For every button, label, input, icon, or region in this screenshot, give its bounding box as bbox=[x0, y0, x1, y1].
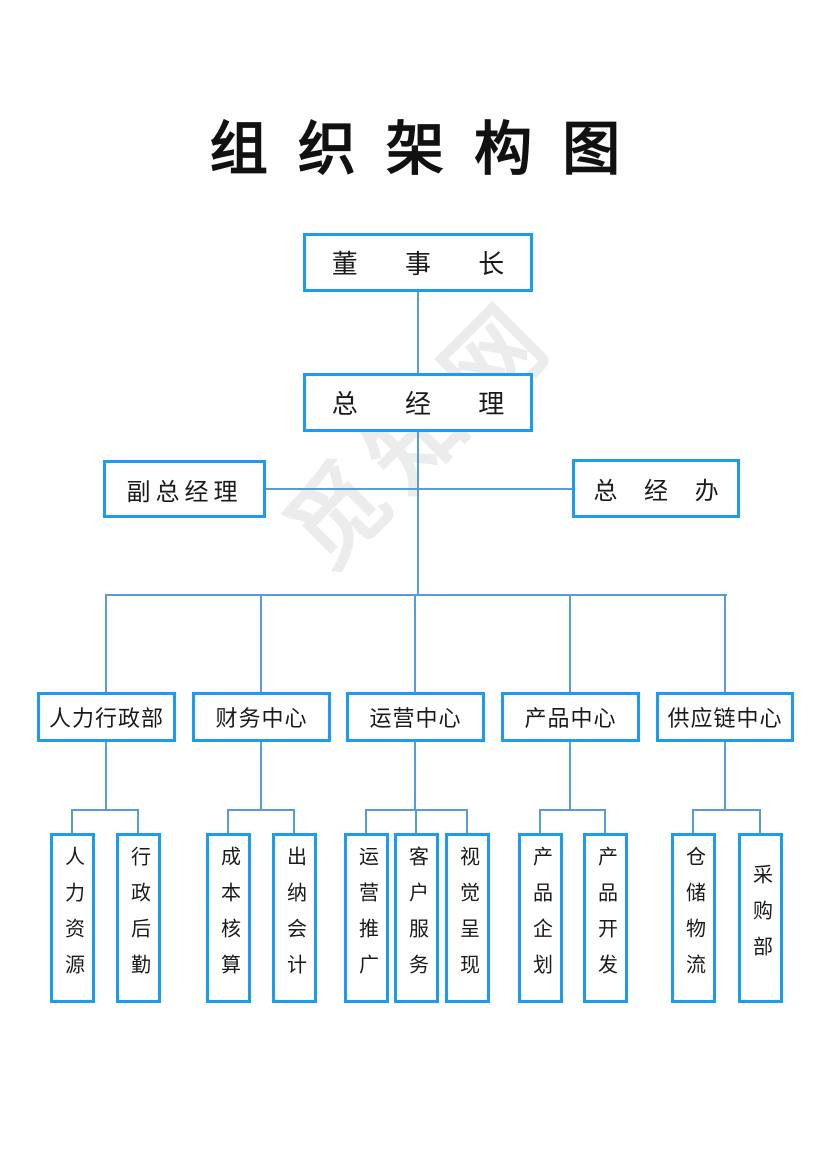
node-sub-cost-accounting: 成本核算 bbox=[206, 833, 251, 1003]
node-general-manager-office: 总 经 办 bbox=[572, 459, 740, 518]
connector-deputy-office bbox=[266, 488, 572, 490]
sub-label: 产品开发 bbox=[594, 846, 617, 990]
connector-drop-sub-2 bbox=[137, 810, 139, 833]
connector-drop-sub-10 bbox=[692, 810, 694, 833]
node-dept-operations: 运营中心 bbox=[346, 692, 485, 742]
connector-group-1 bbox=[71, 809, 139, 811]
sub-label: 成本核算 bbox=[217, 846, 240, 990]
connector-drop-dept-5 bbox=[724, 595, 726, 692]
connector-drop-dept-2 bbox=[260, 595, 262, 692]
sub-label: 运营推广 bbox=[355, 846, 378, 990]
node-deputy-general-manager: 副总经理 bbox=[103, 460, 266, 518]
node-sub-hr-resources: 人力资源 bbox=[50, 833, 95, 1003]
connector-chairman-gm bbox=[417, 292, 419, 373]
sub-label: 仓储物流 bbox=[682, 846, 705, 990]
sub-label: 行政后勤 bbox=[127, 846, 150, 990]
node-sub-cashier-accounting: 出纳会计 bbox=[272, 833, 317, 1003]
connector-drop-sub-8 bbox=[539, 810, 541, 833]
sub-label: 产品企划 bbox=[529, 846, 552, 990]
node-general-manager: 总 经 理 bbox=[303, 373, 533, 432]
node-sub-visual-presentation: 视觉呈现 bbox=[445, 833, 490, 1003]
connector-drop-dept-4 bbox=[569, 595, 571, 692]
node-sub-customer-service: 客户服务 bbox=[394, 833, 439, 1003]
connector-drop-dept-1 bbox=[105, 595, 107, 692]
node-chairman: 董 事 长 bbox=[303, 233, 533, 292]
connector-group-2 bbox=[227, 809, 295, 811]
connector-drop-sub-7 bbox=[466, 810, 468, 833]
connector-drop-sub-3 bbox=[227, 810, 229, 833]
page-title: 组 织 架 构 图 bbox=[209, 117, 621, 182]
node-sub-operations-promotion: 运营推广 bbox=[344, 833, 389, 1003]
connector-riser-dept-1 bbox=[105, 742, 107, 810]
connector-drop-sub-9 bbox=[604, 810, 606, 833]
watermark-bottom: 觅知网 bbox=[211, 1156, 543, 1173]
node-sub-warehouse-logistics: 仓储物流 bbox=[671, 833, 716, 1003]
connector-drop-sub-6 bbox=[415, 810, 417, 833]
node-sub-product-development: 产品开发 bbox=[583, 833, 628, 1003]
node-sub-admin-logistics: 行政后勤 bbox=[116, 833, 161, 1003]
connector-riser-dept-2 bbox=[260, 742, 262, 810]
node-sub-purchasing: 采购部 bbox=[738, 833, 783, 1003]
connector-drop-sub-5 bbox=[365, 810, 367, 833]
sub-label: 视觉呈现 bbox=[456, 846, 479, 990]
connector-drop-sub-1 bbox=[71, 810, 73, 833]
connector-group-4 bbox=[539, 809, 606, 811]
node-sub-product-planning: 产品企划 bbox=[518, 833, 563, 1003]
sub-label: 出纳会计 bbox=[283, 846, 306, 990]
connector-drop-sub-11 bbox=[759, 810, 761, 833]
sub-label: 客户服务 bbox=[405, 846, 428, 990]
node-dept-hr-admin: 人力行政部 bbox=[37, 692, 176, 742]
sub-label: 人力资源 bbox=[61, 846, 84, 990]
node-dept-product: 产品中心 bbox=[501, 692, 640, 742]
sub-label: 采购部 bbox=[749, 864, 772, 972]
connector-riser-dept-3 bbox=[414, 742, 416, 810]
connector-drop-sub-4 bbox=[293, 810, 295, 833]
connector-riser-dept-4 bbox=[569, 742, 571, 810]
connector-department-bus bbox=[105, 594, 727, 596]
node-dept-finance: 财务中心 bbox=[192, 692, 331, 742]
connector-group-5 bbox=[692, 809, 761, 811]
connector-gm-bus bbox=[417, 432, 419, 595]
node-dept-supply-chain: 供应链中心 bbox=[656, 692, 794, 742]
connector-drop-dept-3 bbox=[414, 595, 416, 692]
connector-riser-dept-5 bbox=[724, 742, 726, 810]
